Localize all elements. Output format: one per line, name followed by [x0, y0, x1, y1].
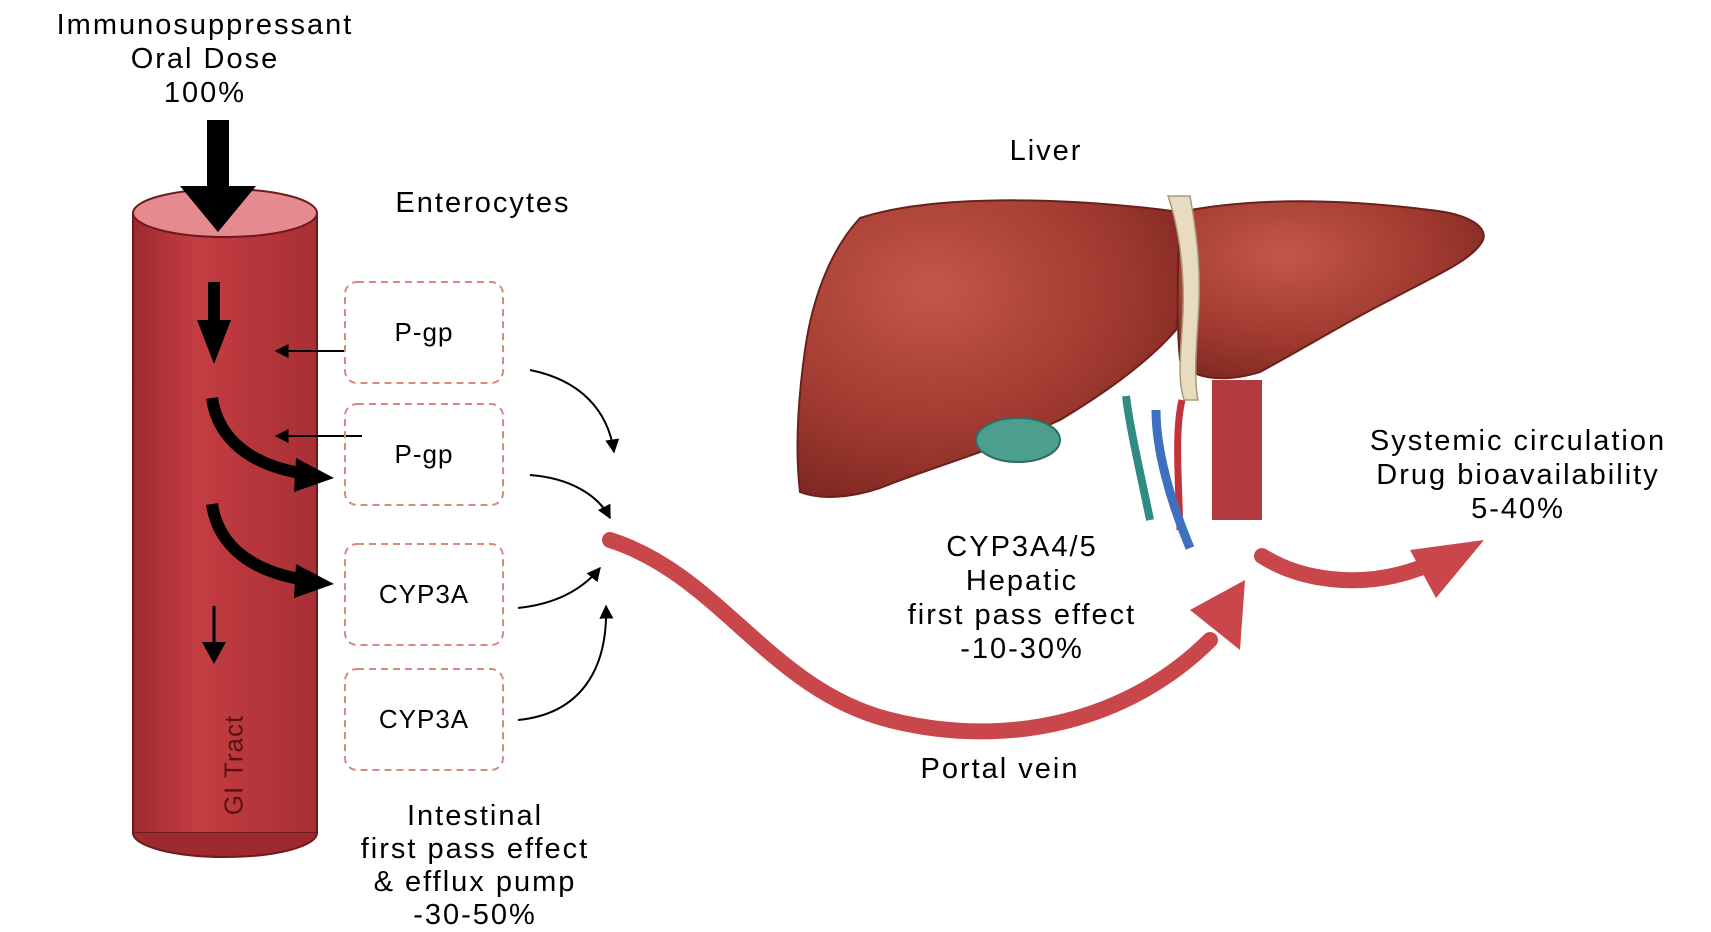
converge-arrow-4 — [518, 606, 606, 720]
systemic-label: Systemic circulation Drug bioavailabilit… — [1370, 424, 1666, 526]
liver-left-lobe — [1178, 201, 1484, 378]
enterocyte-boxes — [345, 282, 503, 770]
hepatic-line-4: -10-30% — [908, 632, 1137, 666]
box-label-cyp3a-1: CYP3A — [344, 578, 504, 610]
portal-vein-label: Portal vein — [920, 752, 1079, 786]
dose-route: Oral Dose — [57, 42, 354, 76]
bile-duct — [1126, 396, 1150, 520]
box-label-pgp-2: P-gp — [344, 438, 504, 470]
enterocytes-label: Enterocytes — [395, 186, 570, 220]
dose-label: Immunosuppressant Oral Dose 100% — [57, 8, 354, 110]
converge-arrow-2 — [530, 475, 610, 518]
dose-percent: 100% — [57, 76, 354, 110]
intestinal-line-3: & efflux pump — [361, 866, 590, 899]
intestinal-line-1: Intestinal — [361, 800, 590, 833]
gi-tract-bottom — [133, 833, 317, 857]
systemic-line-2: Drug bioavailability — [1370, 458, 1666, 492]
intestinal-line-2: first pass effect — [361, 833, 590, 866]
liver-label: Liver — [1010, 134, 1083, 168]
converge-arrow-1 — [530, 370, 614, 452]
systemic-arrow — [1262, 540, 1484, 598]
box-label-cyp3a-2: CYP3A — [344, 703, 504, 735]
hepatic-line-3: first pass effect — [908, 598, 1137, 632]
vena-cava — [1212, 380, 1262, 520]
box-label-pgp-1: P-gp — [344, 316, 504, 348]
dose-title: Immunosuppressant — [57, 8, 354, 42]
hepatic-effect-label: CYP3A4/5 Hepatic first pass effect -10-3… — [908, 530, 1137, 666]
intestinal-line-4: -30-50% — [361, 899, 590, 932]
converge-arrows — [518, 370, 614, 720]
systemic-line-1: Systemic circulation — [1370, 424, 1666, 458]
portal-vein-vessel — [1156, 410, 1190, 548]
intestinal-effect-label: Intestinal first pass effect & efflux pu… — [361, 800, 590, 932]
hepatic-line-1: CYP3A4/5 — [908, 530, 1137, 564]
converge-arrow-3 — [518, 568, 600, 608]
hepatic-line-2: Hepatic — [908, 564, 1137, 598]
gallbladder — [976, 418, 1060, 462]
systemic-line-3: 5-40% — [1370, 492, 1666, 526]
gi-tract-label: GI Tract — [219, 715, 250, 815]
